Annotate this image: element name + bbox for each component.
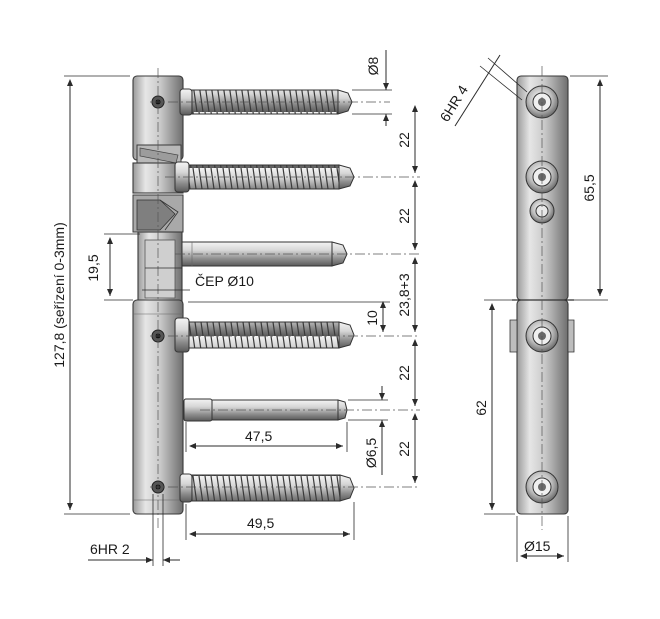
dim-49-5 — [185, 502, 355, 540]
label-pitch-2: 22 — [396, 208, 412, 224]
pin-leader — [142, 267, 190, 291]
label-d6-5: Ø6,5 — [363, 438, 379, 469]
hinge-pin-section — [137, 231, 183, 303]
label-d15: Ø15 — [524, 538, 551, 554]
label-pitch-4: 22 — [396, 365, 412, 381]
label-65-5: 65,5 — [581, 174, 597, 201]
dim-hex-2 — [88, 494, 180, 566]
screw-3 — [174, 317, 355, 353]
label-overall-height: 127,8 (seřízení 0-3mm) — [51, 222, 67, 368]
label-pitch-1: 22 — [396, 132, 412, 148]
dim-d8 — [352, 50, 392, 126]
label-pitch-3: 23,8+3 — [396, 273, 412, 316]
label-49-5: 49,5 — [247, 515, 274, 531]
screw-4 — [179, 473, 355, 503]
label-10: 10 — [364, 310, 380, 326]
label-19-5: 19,5 — [85, 254, 101, 281]
label-d8: Ø8 — [365, 56, 381, 75]
label-47-5: 47,5 — [245, 428, 272, 444]
label-62: 62 — [473, 400, 489, 416]
dim-d6-5 — [348, 386, 388, 475]
dim-hex-4 — [454, 54, 528, 127]
dim-overall-height — [64, 75, 130, 515]
dim-d15 — [516, 516, 569, 562]
label-pin-diameter: ČEP Ø10 — [195, 273, 254, 289]
dim-pitch-chain — [188, 105, 418, 483]
dim-19-5 — [104, 233, 140, 301]
label-hex-4: 6HR 4 — [436, 82, 471, 124]
dim-62 — [484, 299, 515, 515]
centerlines-left — [150, 68, 420, 530]
label-hex-2: 6HR 2 — [90, 541, 130, 557]
dim-47-5 — [185, 422, 348, 452]
dim-65-5 — [570, 75, 608, 301]
label-pitch-5: 22 — [396, 441, 412, 457]
